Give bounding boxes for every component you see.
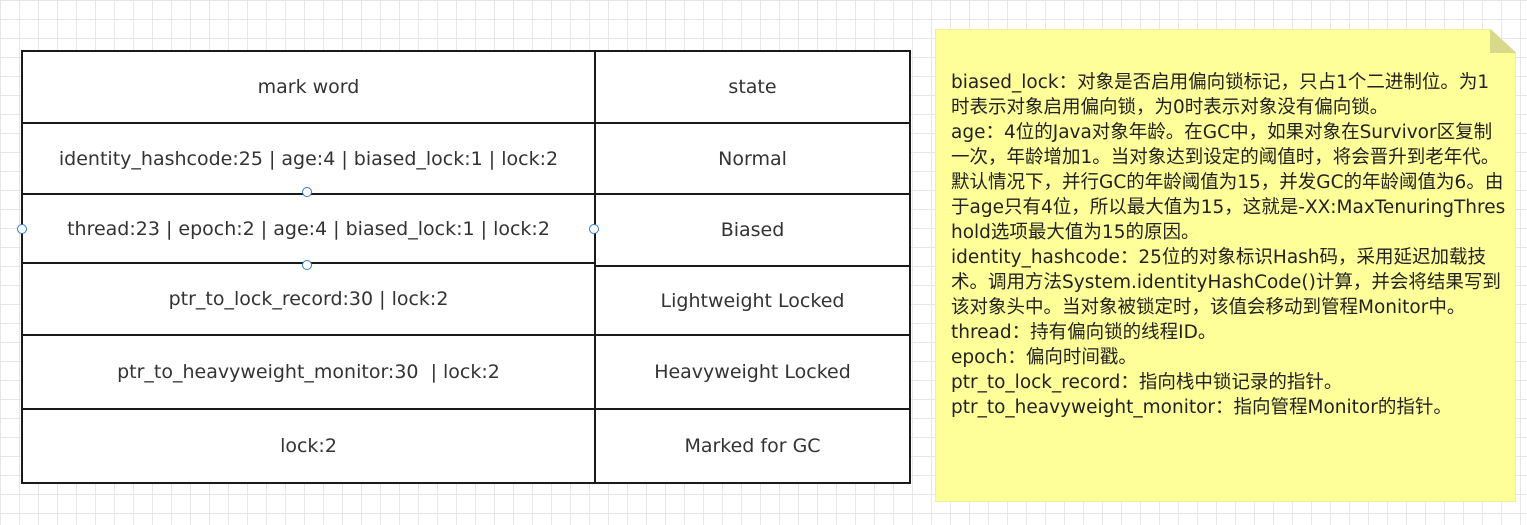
cell-state-biased[interactable]: Biased bbox=[594, 193, 911, 267]
note-paragraph-biased-lock: biased_lock：对象是否启用偏向锁标记，只占1个二进制位。为1时表示对象… bbox=[951, 72, 1490, 118]
cell-mark-word-biased[interactable]: thread:23 | epoch:2 | age:4 | biased_loc… bbox=[21, 193, 596, 264]
cell-mark-word-lightweight[interactable]: ptr_to_lock_record:30 | lock:2 bbox=[21, 262, 596, 336]
sticky-note-shape bbox=[935, 29, 1516, 502]
note-paragraph-epoch: epoch：偏向时间戳。 bbox=[951, 347, 1137, 368]
sticky-note[interactable]: biased_lock：对象是否启用偏向锁标记，只占1个二进制位。为1时表示对象… bbox=[935, 29, 1516, 502]
cell-mark-word-heavyweight[interactable]: ptr_to_heavyweight_monitor:30 | lock:2 bbox=[21, 334, 596, 410]
note-paragraph-age: age：4位的Java对象年龄。在GC中，如果对象在Survivor区复制一次，… bbox=[951, 122, 1506, 243]
note-fold bbox=[1490, 29, 1516, 53]
selection-handle-top[interactable] bbox=[302, 187, 312, 197]
selection-handle-bottom[interactable] bbox=[302, 260, 312, 270]
note-paragraph-identity-hashcode: identity_hashcode：25位的对象标识Hash码，采用延迟加载技术… bbox=[951, 247, 1501, 318]
header-state[interactable]: state bbox=[594, 50, 911, 124]
note-text: biased_lock：对象是否启用偏向锁标记，只占1个二进制位。为1时表示对象… bbox=[951, 70, 1507, 420]
note-paragraph-ptr-lock-record: ptr_to_lock_record：指向栈中锁记录的指针。 bbox=[951, 372, 1343, 393]
note-body bbox=[935, 29, 1516, 502]
cell-state-lightweight[interactable]: Lightweight Locked bbox=[594, 265, 911, 336]
cell-mark-word-gc[interactable]: lock:2 bbox=[21, 408, 596, 484]
selection-handle-left[interactable] bbox=[17, 224, 27, 234]
note-paragraph-thread: thread：持有偏向锁的线程ID。 bbox=[951, 322, 1217, 343]
cell-mark-word-normal[interactable]: identity_hashcode:25 | age:4 | biased_lo… bbox=[21, 122, 596, 195]
cell-state-heavyweight[interactable]: Heavyweight Locked bbox=[594, 334, 911, 410]
selection-handle-right[interactable] bbox=[589, 224, 599, 234]
cell-state-gc[interactable]: Marked for GC bbox=[594, 408, 911, 484]
note-paragraph-ptr-heavyweight-monitor: ptr_to_heavyweight_monitor：指向管程Monitor的指… bbox=[951, 397, 1452, 418]
cell-state-normal[interactable]: Normal bbox=[594, 122, 911, 195]
header-mark-word[interactable]: mark word bbox=[21, 50, 596, 124]
